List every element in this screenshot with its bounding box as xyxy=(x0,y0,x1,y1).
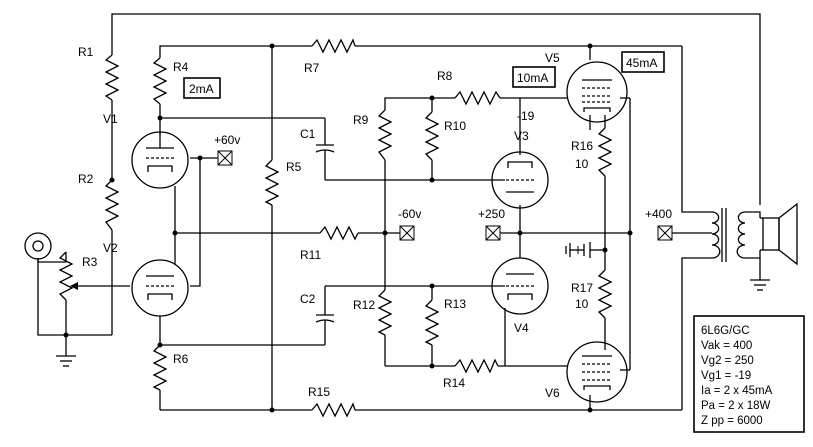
value-r16: 10 xyxy=(575,157,589,171)
resistor-r10 xyxy=(424,111,440,161)
terminal-plus60 xyxy=(217,150,233,166)
resistors xyxy=(58,38,613,418)
ground-symbols xyxy=(56,243,770,367)
label-r10: R10 xyxy=(444,119,466,133)
speaker-icon xyxy=(759,202,798,266)
label-r13: R13 xyxy=(444,297,466,311)
tube-spec-box: 6L6G/GC Vak = 400 Vg2 = 250 Vg1 = -19 Ia… xyxy=(693,315,805,433)
output-transformer xyxy=(711,208,746,262)
label-v1: V1 xyxy=(103,112,118,126)
value-r17: 10 xyxy=(575,297,589,311)
tubes xyxy=(131,61,628,403)
wires xyxy=(37,13,761,411)
pot-wiper-arrow xyxy=(70,282,82,290)
label-v3: V3 xyxy=(514,129,529,143)
label-r16: R16 xyxy=(571,139,593,153)
label-r12: R12 xyxy=(353,298,375,312)
label-r7: R7 xyxy=(304,61,320,75)
label-c2: C2 xyxy=(300,292,316,306)
resistor-r13 xyxy=(424,299,440,346)
spec-line-1: 6L6G/GC xyxy=(701,325,750,337)
current-v1: 2mA xyxy=(189,82,214,96)
label-r14: R14 xyxy=(443,376,465,390)
ground-input xyxy=(56,350,76,367)
tube-v3 xyxy=(491,151,549,209)
tube-v2 xyxy=(131,259,189,317)
voltage-plus60: +60v xyxy=(214,133,240,147)
tube-v4 xyxy=(491,257,549,315)
resistor-r11 xyxy=(319,225,359,241)
resistor-r2 xyxy=(104,179,120,231)
bypass-capacitor xyxy=(577,242,591,258)
label-v4: V4 xyxy=(514,321,529,335)
spec-line-6: Pa = 2 x 18W xyxy=(701,400,770,412)
spec-line-4: Vg1 = -19 xyxy=(701,370,751,382)
label-r15: R15 xyxy=(308,385,330,399)
terminal-plus400 xyxy=(657,225,673,241)
spec-line-7: Z pp = 6000 xyxy=(701,415,763,427)
tube-v1 xyxy=(131,131,189,189)
spec-line-3: Vg2 = 250 xyxy=(701,355,754,367)
capacitor-c1 xyxy=(315,138,335,156)
spec-line-2: Vak = 400 xyxy=(701,340,752,352)
label-v6: V6 xyxy=(545,386,560,400)
voltage-plus400: +400 xyxy=(645,207,672,221)
label-r3: R3 xyxy=(82,255,98,269)
ground-bypass xyxy=(565,243,578,257)
resistor-r5 xyxy=(264,159,280,206)
label-v5: V5 xyxy=(545,51,560,65)
resistor-r4 xyxy=(152,57,168,105)
label-r5: R5 xyxy=(286,160,302,174)
label-r6: R6 xyxy=(173,352,189,366)
tube-v5 xyxy=(566,61,628,123)
capacitor-c2 xyxy=(315,308,335,326)
current-v3: 10mA xyxy=(517,71,548,85)
resistor-r6 xyxy=(152,344,168,391)
label-r17: R17 xyxy=(571,281,593,295)
resistor-r14 xyxy=(454,358,499,374)
current-v5: 45mA xyxy=(626,56,657,70)
voltage-plus250: +250 xyxy=(478,207,505,221)
input-jack-icon xyxy=(24,232,52,260)
label-c1: C1 xyxy=(300,127,316,141)
potentiometer-r3 xyxy=(58,251,74,301)
terminal-minus60 xyxy=(399,225,415,241)
ground-speaker xyxy=(750,275,770,291)
resistor-r8 xyxy=(454,90,501,106)
tube-v6 xyxy=(566,341,628,403)
resistor-r12 xyxy=(377,289,393,336)
spec-line-5: Ia = 2 x 45mA xyxy=(701,385,773,397)
label-r9: R9 xyxy=(353,113,369,127)
resistor-r9 xyxy=(377,109,393,161)
label-r1: R1 xyxy=(78,45,94,59)
label-r4: R4 xyxy=(173,60,189,74)
terminals xyxy=(217,150,673,241)
voltage-minus60: -60v xyxy=(398,207,421,221)
resistor-r17 xyxy=(597,269,613,319)
resistor-r16 xyxy=(597,127,613,177)
capacitors xyxy=(315,138,591,326)
resistor-r15 xyxy=(311,402,356,418)
label-r8: R8 xyxy=(437,69,453,83)
terminal-plus250 xyxy=(485,225,501,241)
voltage-minus19: -19 xyxy=(517,109,535,123)
label-v2: V2 xyxy=(103,241,118,255)
label-r11: R11 xyxy=(300,248,321,262)
label-r2: R2 xyxy=(78,172,94,186)
resistor-r1 xyxy=(104,54,120,101)
current-boxes xyxy=(183,51,665,99)
resistor-r7 xyxy=(311,38,356,54)
